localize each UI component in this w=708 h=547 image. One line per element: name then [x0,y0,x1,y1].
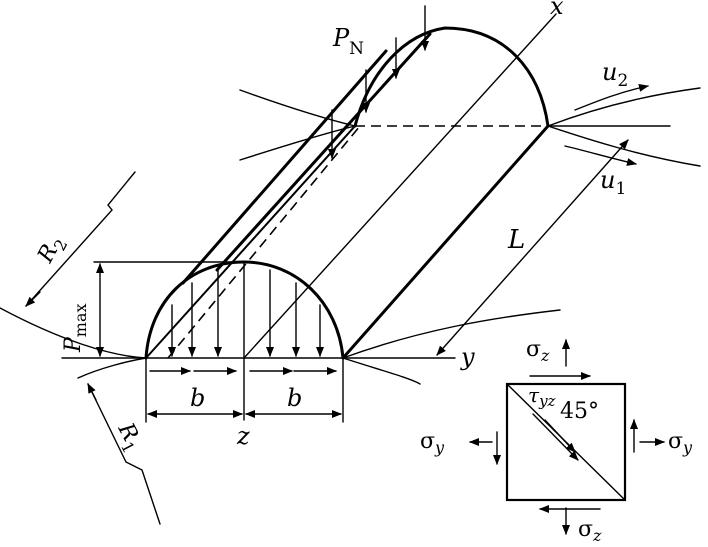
u2-label: u2 [602,58,628,91]
u2-arrow [574,83,649,111]
angle-45-label: 45° [560,399,599,424]
dim-length [436,139,629,356]
r1-leader [87,383,161,525]
roller-back-left-lower [239,125,356,161]
sigma-z-top-label: σz [526,337,550,365]
r2-leader [25,171,136,307]
back-semicircle [353,26,550,128]
tau-yz-label: τyz [528,383,556,410]
sigma-y-right-label: σy [668,429,693,457]
roller-back-right-lower [547,125,701,167]
velocity-arrows [564,83,649,166]
half-cylinder [144,26,550,360]
roller1-front-lower [77,357,147,379]
roller1-front-upper [0,307,147,359]
diag-shear-arrow-2 [544,419,576,453]
roller-back-left-upper [239,89,356,127]
r2-label: R2 [33,231,72,269]
b-left-label: b [190,384,205,412]
top-generatrix-left [181,49,388,285]
roller2-front-right [342,357,421,385]
stress-element [469,339,665,535]
radius-leaders [25,171,161,525]
top-load-arrows [328,5,429,159]
length-label: L [507,225,525,255]
front-pressure-arrows [168,269,324,357]
labels: PN x y z u2 u1 L R2 R1 Pmax b b σz σz σy… [33,0,693,545]
hidden-generatrix [167,125,361,359]
x-axis-label: x [550,0,564,20]
r2-arrow-tip [25,291,41,307]
r1-arrow-tip [87,383,97,401]
roller-back-right-upper [547,87,701,127]
contact-line-left [145,125,356,359]
u1-arrow [564,145,637,166]
z-axis-label: z [236,422,250,450]
u1-label: u1 [600,166,626,199]
sigma-y-left-label: σy [420,429,445,457]
top-generatrix-right [215,32,432,272]
pmax-label: Pmax [61,303,90,353]
y-axis-label: y [460,343,475,371]
dimensions [96,139,629,423]
sigma-z-bottom-label: σz [578,517,602,545]
roller-surfaces [0,87,701,385]
element-square [505,382,627,502]
pn-label: PN [332,24,364,59]
b-right-label: b [287,384,302,412]
